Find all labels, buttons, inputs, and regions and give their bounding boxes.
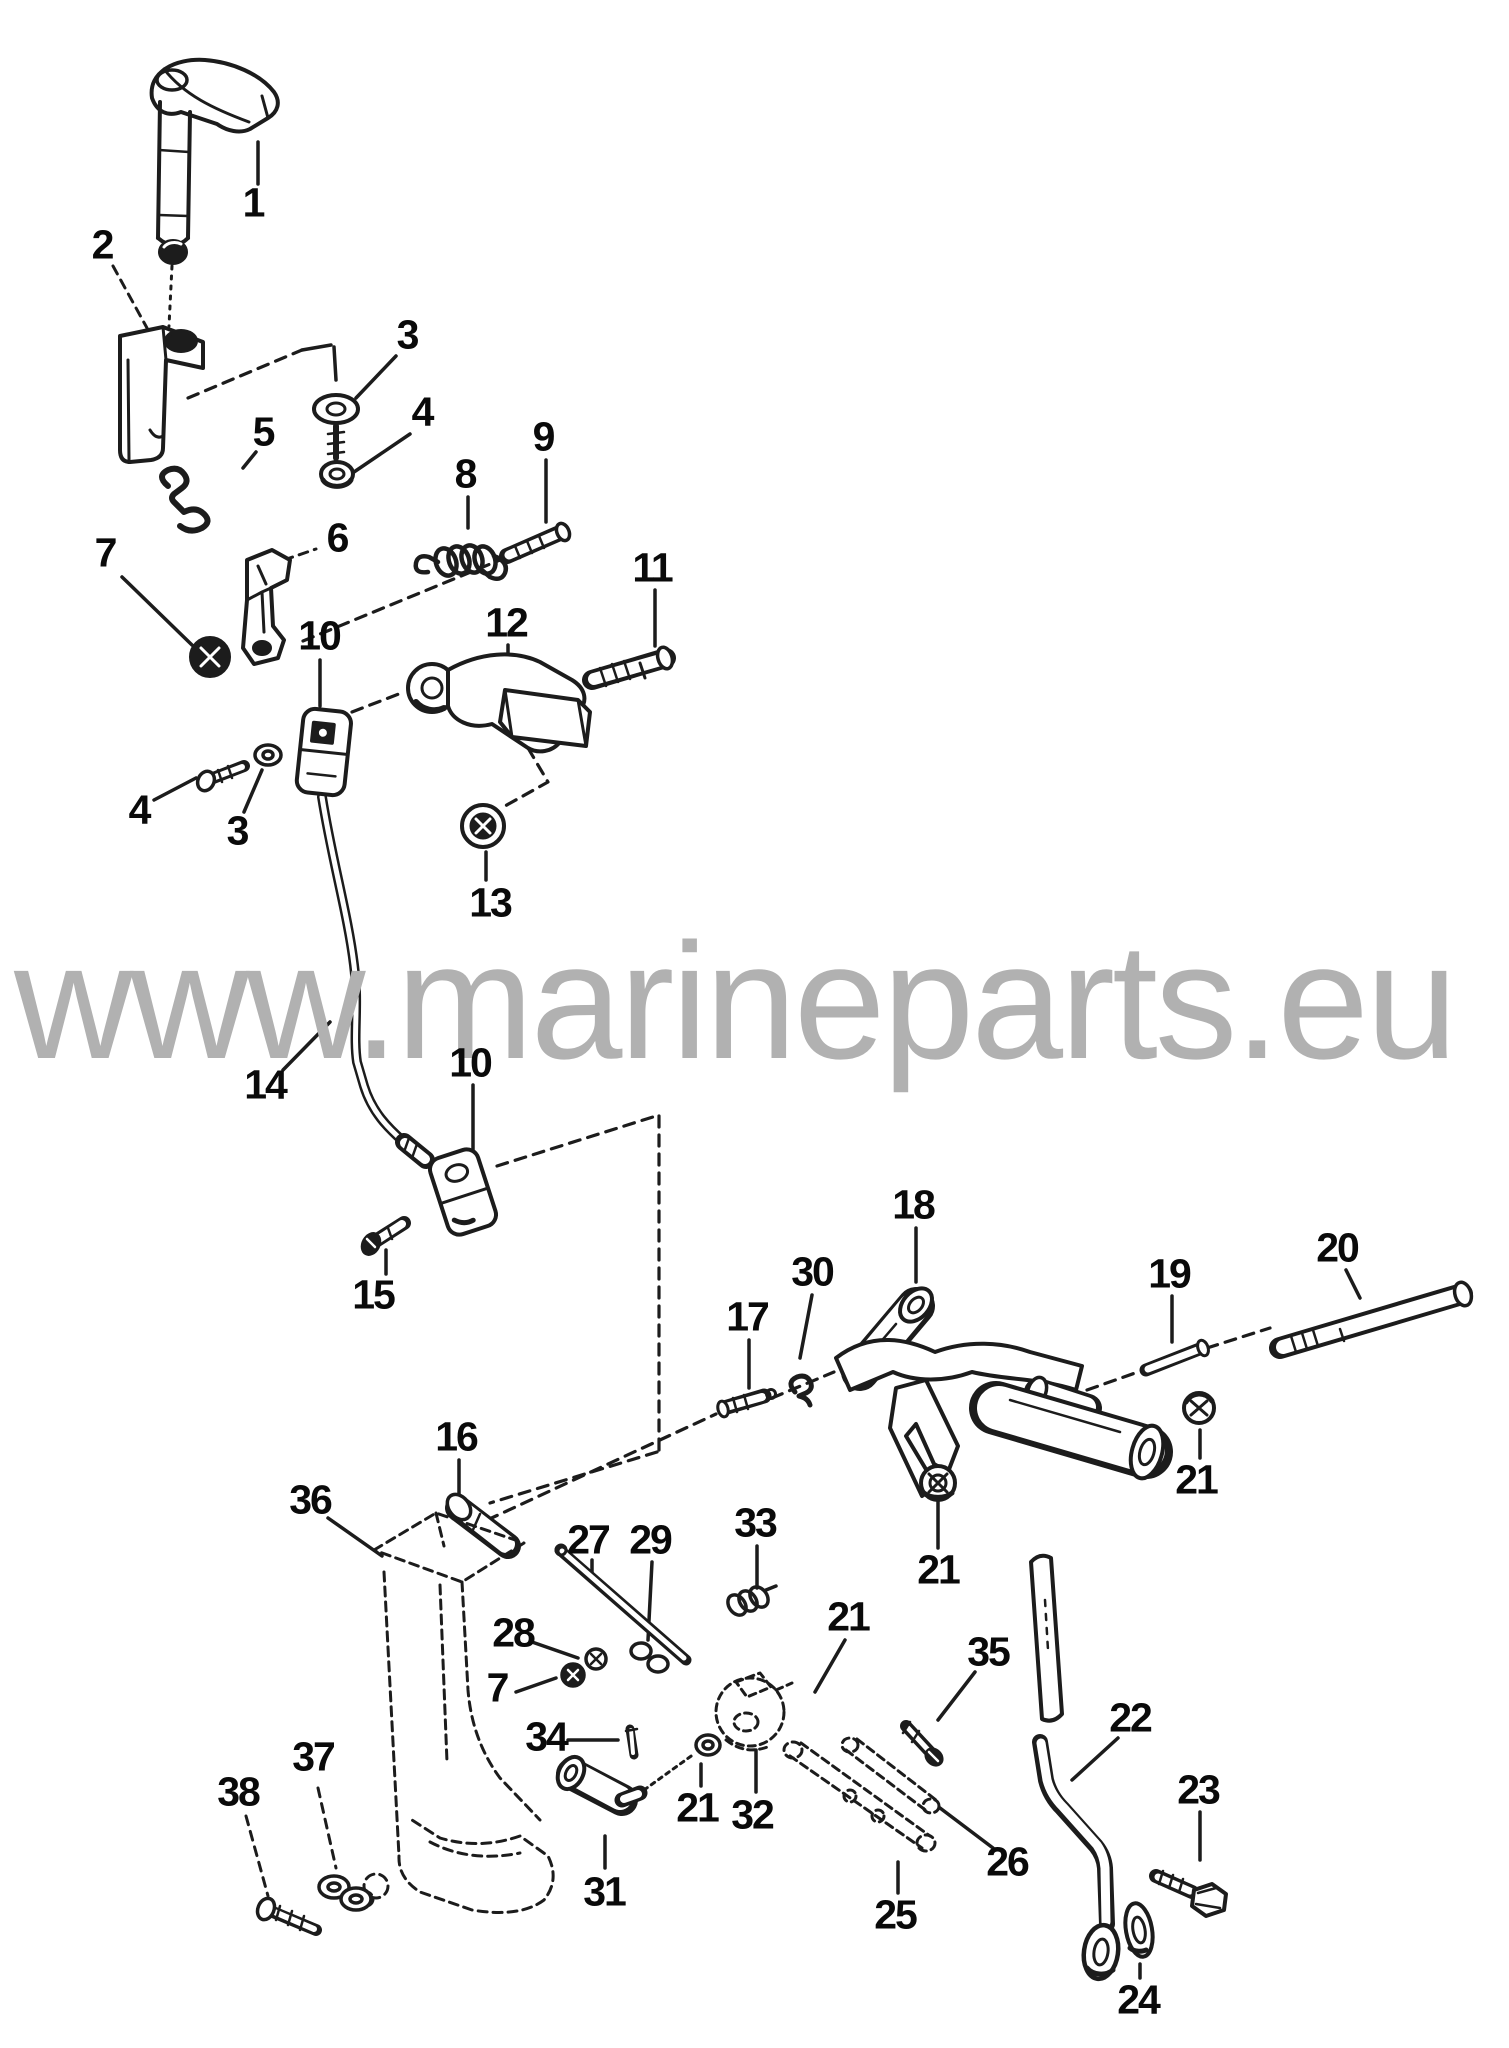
part-15-screw <box>360 1216 411 1256</box>
part-8-spring <box>413 543 509 582</box>
part-callout-11: 11 <box>632 544 673 591</box>
part-callout-28: 28 <box>492 1609 536 1656</box>
part-19-pin <box>1139 1338 1210 1377</box>
part-1-handle <box>149 57 280 328</box>
construction-corner <box>300 343 338 382</box>
part-34-pin <box>624 1724 639 1760</box>
part-callout-12: 12 <box>485 599 529 646</box>
part-callout-31: 31 <box>583 1868 627 1915</box>
part-33-coil <box>726 1584 778 1617</box>
part-callout-19: 19 <box>1148 1250 1192 1297</box>
part-callout-9: 9 <box>532 413 556 460</box>
part-callout-37: 37 <box>292 1733 336 1780</box>
part-callout-26: 26 <box>986 1838 1030 1885</box>
part-14-cable <box>317 792 435 1169</box>
part-22-rod <box>1029 1553 1121 1982</box>
part-callout-10b: 10 <box>449 1039 493 1086</box>
shift-lever-assembly <box>834 1338 1173 1498</box>
part-21c-washer <box>694 1733 722 1757</box>
part-callout-4a: 4 <box>411 388 435 435</box>
part-7b-nut <box>560 1662 586 1688</box>
part-callout-8: 8 <box>454 450 478 497</box>
part-4a-screw <box>319 423 355 489</box>
part-callout-21d: 21 <box>827 1593 871 1640</box>
part-30-clip <box>788 1373 814 1408</box>
part-10b-swivel <box>427 1147 499 1237</box>
part-callout-16: 16 <box>435 1413 479 1460</box>
part-3a-washer <box>312 393 360 425</box>
part-28-nut <box>584 1647 608 1671</box>
part-callout-29: 29 <box>629 1516 673 1563</box>
part-callout-3a: 3 <box>396 311 420 358</box>
part-7a-nut <box>189 636 231 678</box>
part-callout-5: 5 <box>252 408 276 455</box>
part-callout-7a: 7 <box>94 529 118 576</box>
part-31-cylinder <box>555 1752 696 1816</box>
part-callout-13: 13 <box>469 879 513 926</box>
part-callout-25: 25 <box>874 1891 918 1938</box>
part-27-rod <box>554 1543 692 1666</box>
part-36-bracket <box>357 1511 555 1914</box>
part-callout-15: 15 <box>352 1271 396 1318</box>
part-callout-2: 2 <box>91 221 115 268</box>
part-32-swivel <box>714 1671 794 1752</box>
part-callout-36: 36 <box>289 1476 333 1523</box>
part-callout-38: 38 <box>217 1768 261 1815</box>
part-24-washer <box>1123 1901 1155 1959</box>
part-callout-17: 17 <box>726 1293 770 1340</box>
part-29-washers <box>629 1641 670 1674</box>
part-callout-20: 20 <box>1316 1224 1360 1271</box>
part-callout-23: 23 <box>1177 1766 1221 1813</box>
part-5-clip <box>159 465 211 534</box>
part-callout-3b: 3 <box>226 807 250 854</box>
construction-lines <box>186 348 1272 1530</box>
part-16-roller <box>445 1492 521 1559</box>
part-35-screw <box>900 1720 944 1767</box>
part-11-pin <box>582 645 676 690</box>
part-callout-22: 22 <box>1109 1694 1153 1741</box>
part-9-screw <box>499 521 572 564</box>
part-callout-21b: 21 <box>917 1546 961 1593</box>
part-3b-washer <box>253 743 283 767</box>
part-callout-24: 24 <box>1117 1976 1161 2023</box>
part-2-bracket <box>118 325 205 464</box>
part-callout-27: 27 <box>567 1516 611 1563</box>
part-13-nut <box>460 803 506 849</box>
leader-lines <box>120 140 1362 1980</box>
part-21b-nut <box>919 1464 957 1502</box>
part-23-bolt <box>1149 1869 1228 1918</box>
part-callout-30: 30 <box>791 1248 835 1295</box>
part-callout-33: 33 <box>734 1499 778 1546</box>
part-callout-21c: 21 <box>676 1784 720 1831</box>
part-callout-18: 18 <box>892 1181 936 1228</box>
part-4b-screw <box>195 760 250 793</box>
part-37-washers <box>317 1874 373 1912</box>
part-callout-7b: 7 <box>486 1664 510 1711</box>
part-callout-6: 6 <box>326 514 350 561</box>
part-17-fitting <box>716 1388 777 1419</box>
part-callout-10a: 10 <box>298 612 342 659</box>
part-20-rod <box>1269 1280 1474 1359</box>
part-callout-1: 1 <box>242 179 266 226</box>
part-38-screw <box>255 1896 322 1936</box>
part-21a-nut <box>1182 1391 1216 1425</box>
watermark-text: www.marineparts.eu <box>14 909 1458 1093</box>
part-10a-swivel <box>294 706 353 798</box>
part-callout-34: 34 <box>525 1713 569 1760</box>
part-callout-21a: 21 <box>1175 1456 1219 1503</box>
part-callout-4b: 4 <box>128 786 152 833</box>
part-25-link <box>782 1740 937 1853</box>
part-callout-32: 32 <box>731 1791 775 1838</box>
part-callout-35: 35 <box>967 1628 1011 1675</box>
part-6-crank <box>241 548 292 666</box>
part-12-lever <box>406 652 592 754</box>
part-26-strip <box>840 1736 941 1815</box>
part-callout-14: 14 <box>244 1061 288 1108</box>
